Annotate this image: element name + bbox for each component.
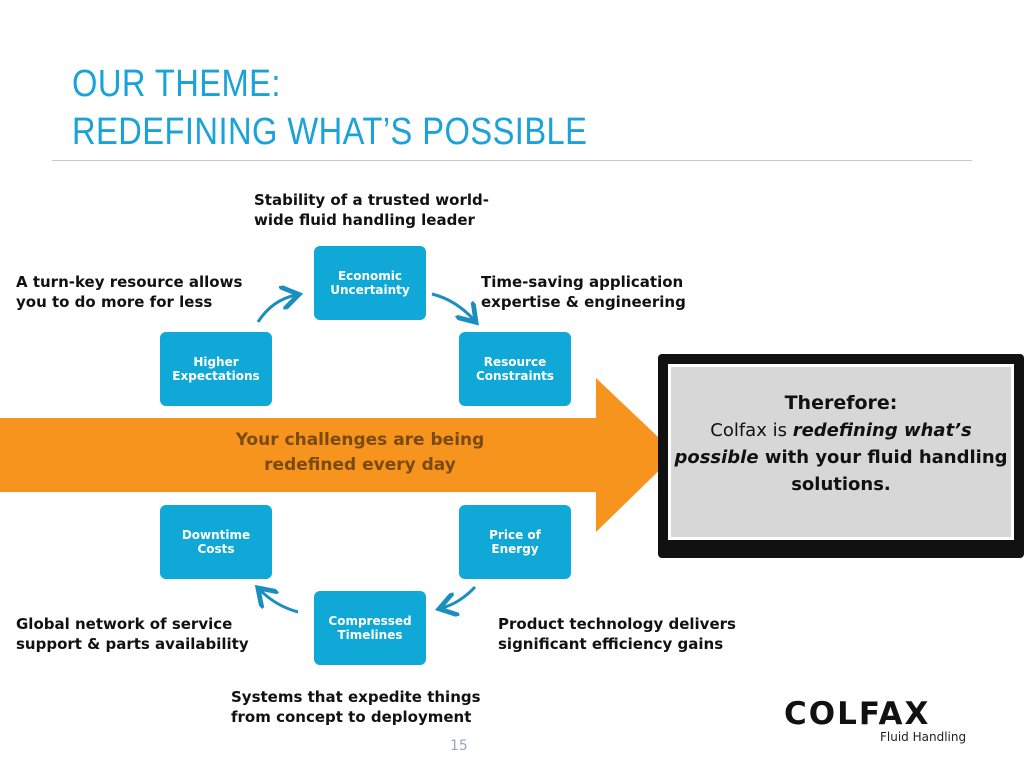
title-line-2: REDEFINING WHAT’S POSSIBLE: [72, 111, 588, 153]
caption-left-bottom-line-1: Global network of service: [16, 615, 233, 633]
page-number: 15: [450, 738, 468, 754]
caption-right-top: Time-saving application expertise & engi…: [481, 272, 686, 312]
caption-right-bottom-line-2: significant efficiency gains: [498, 635, 724, 653]
box-price-label: Price of Energy: [489, 528, 541, 556]
title-divider: [52, 160, 972, 161]
box-higher-expectations: Higher Expectations: [160, 332, 272, 406]
caption-left-top-line-2: you to do more for less: [16, 293, 213, 311]
therefore-panel-inner: [668, 364, 1014, 540]
caption-left-bottom-line-2: support & parts availability: [16, 635, 249, 653]
title-line-1: OUR THEME:: [72, 63, 281, 105]
box-economic-label: Economic Uncertainty: [330, 269, 410, 297]
caption-left-bottom: Global network of service support & part…: [16, 614, 249, 654]
logo-wordmark: COLFAX: [784, 696, 931, 732]
box-price-of-energy: Price of Energy: [459, 505, 571, 579]
curved-arrow-bottom-right-icon: [442, 585, 477, 608]
box-economic-uncertainty: Economic Uncertainty: [314, 246, 426, 320]
caption-top-line-1: Stability of a trusted world-: [254, 191, 489, 209]
curved-arrow-top-right-icon: [431, 292, 474, 320]
caption-top: Stability of a trusted world- wide fluid…: [254, 190, 489, 230]
caption-bottom: Systems that expedite things from concep…: [231, 687, 481, 727]
box-downtime-costs: Downtime Costs: [160, 505, 272, 579]
therefore-heading: Therefore:: [784, 392, 898, 414]
caption-right-bottom-line-1: Product technology delivers: [498, 615, 736, 633]
caption-right-bottom: Product technology delivers significant …: [498, 614, 736, 654]
caption-bottom-line-1: Systems that expedite things: [231, 688, 481, 706]
therefore-italic: redefining what’s possible: [674, 420, 972, 468]
caption-right-top-line-1: Time-saving application: [481, 273, 684, 291]
box-compressed-label: Compressed Timelines: [328, 614, 412, 642]
slide-title: OUR THEME: REDEFINING WHAT’S POSSIBLE: [72, 60, 587, 156]
therefore-bold: with your fluid handling solutions.: [758, 447, 1008, 495]
curved-arrow-top-left-icon: [256, 295, 296, 323]
box-resource-label: Resource Constraints: [475, 355, 555, 383]
caption-left-top: A turn-key resource allows you to do mor…: [16, 272, 242, 312]
caption-bottom-line-2: from concept to deployment: [231, 708, 472, 726]
box-downtime-label: Downtime Costs: [181, 528, 251, 556]
caption-right-top-line-2: expertise & engineering: [481, 293, 686, 311]
banner-text: Your challenges are being redefined ever…: [150, 428, 570, 478]
therefore-panel: [658, 354, 1024, 558]
caption-left-top-line-1: A turn-key resource allows: [16, 273, 243, 291]
box-resource-constraints: Resource Constraints: [459, 332, 571, 406]
banner-line-1: Your challenges are being: [235, 430, 485, 450]
box-compressed-timelines: Compressed Timelines: [314, 591, 426, 665]
logo-subtitle: Fluid Handling: [880, 730, 967, 744]
banner-line-2: redefined every day: [264, 455, 456, 475]
therefore-body: Colfax is redefining what’s possible wit…: [668, 417, 1014, 498]
curved-arrow-bottom-left-icon: [260, 590, 299, 614]
therefore-plain: Colfax is: [710, 420, 793, 441]
caption-top-line-2: wide fluid handling leader: [254, 211, 475, 229]
box-higher-label: Higher Expectations: [172, 355, 260, 383]
colfax-logo: COLFAX Fluid Handling: [784, 696, 966, 744]
therefore-text: Therefore: Colfax is redefining what’s p…: [668, 390, 1014, 498]
